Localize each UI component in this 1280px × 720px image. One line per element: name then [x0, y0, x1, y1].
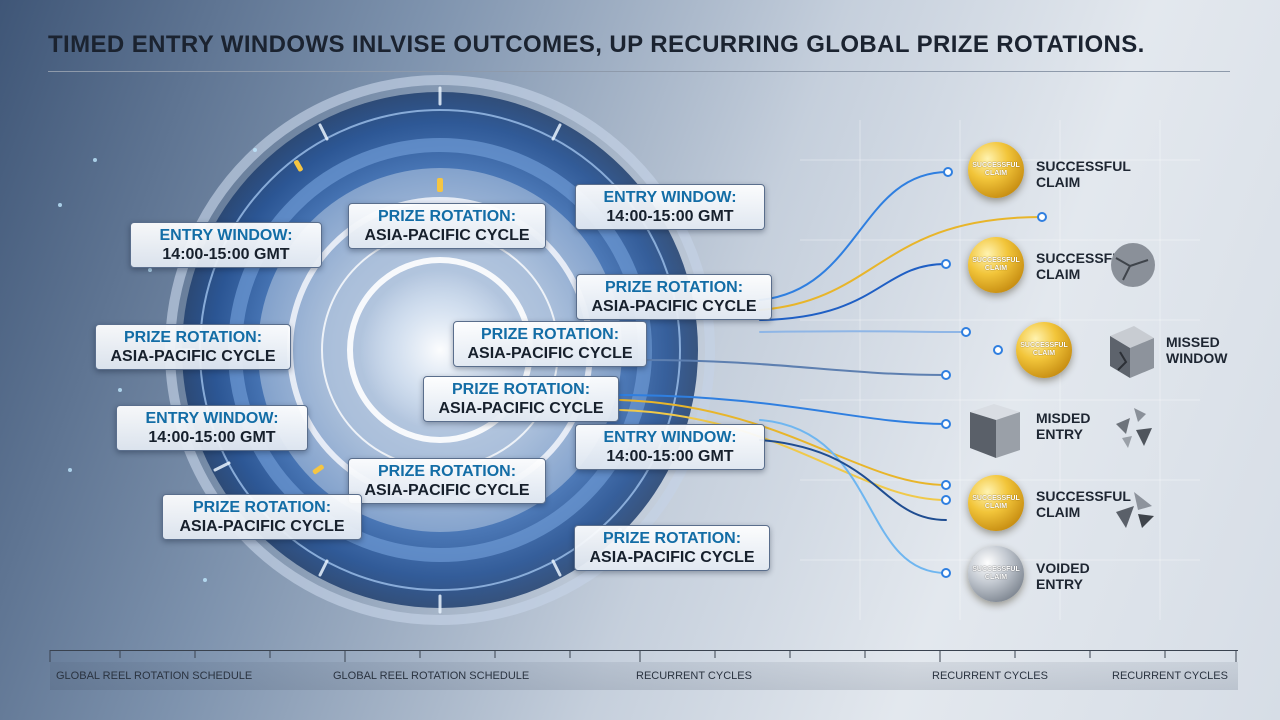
page-title: TIMED ENTRY WINDOWS INLVISE OUTCOMES, UP…: [48, 31, 1145, 58]
outcome-label: MISSED WINDOW: [1166, 334, 1228, 366]
label-entry-window: ENTRY WINDOW: 14:00-15:00 GMT: [575, 424, 765, 470]
title-divider: [48, 71, 1230, 72]
label-heading: PRIZE ROTATION:: [192, 499, 332, 516]
label-value: 14:00-15:00 GMT: [162, 246, 290, 263]
coin-text: SUCCESSFUL CLAIM: [972, 566, 1020, 581]
label-value: ASIA-PACIFIC CYCLE: [364, 227, 530, 244]
gold-coin-icon: SUCCESSFUL CLAIM: [968, 237, 1024, 293]
timeline-label: GLOBAL REEL ROTATION SCHEDULE: [56, 670, 253, 682]
label-heading: ENTRY WINDOW:: [159, 227, 293, 244]
label-prize-rotation: PRIZE ROTATION: ASIA-PACIFIC CYCLE: [162, 494, 362, 540]
label-heading: PRIZE ROTATION:: [602, 530, 742, 547]
timeline-axis: [50, 650, 1238, 651]
label-entry-window: ENTRY WINDOW: 14:00-15:00 GMT: [575, 184, 765, 230]
label-entry-window: ENTRY WINDOW: 14:00-15:00 GMT: [116, 405, 308, 451]
label-prize-rotation: PRIZE ROTATION: ASIA-PACIFIC CYCLE: [348, 458, 546, 504]
label-prize-rotation: PRIZE ROTATION: ASIA-PACIFIC CYCLE: [576, 274, 772, 320]
outcome-label: MISDED ENTRY: [1036, 410, 1091, 442]
label-heading: PRIZE ROTATION:: [377, 208, 517, 225]
gold-coin-icon: SUCCESSFUL CLAIM: [968, 475, 1024, 531]
coin-text: SUCCESSFUL CLAIM: [972, 257, 1020, 272]
label-value: ASIA-PACIFIC CYCLE: [110, 348, 276, 365]
timeline-label: RECURRENT CYCLES: [636, 670, 752, 682]
cracked-cube-icon: [1110, 326, 1154, 378]
label-value: ASIA-PACIFIC CYCLE: [589, 549, 755, 566]
label-prize-rotation: PRIZE ROTATION: ASIA-PACIFIC CYCLE: [453, 321, 647, 367]
label-heading: PRIZE ROTATION:: [377, 463, 517, 480]
label-heading: PRIZE ROTATION:: [451, 381, 591, 398]
cube-icon: [970, 404, 1020, 458]
outcome-label: SUCCESSFUL CLAIM: [1036, 488, 1131, 520]
outcome-flow-lines: [619, 171, 1043, 574]
gold-coin-icon: SUCCESSFUL CLAIM: [968, 142, 1024, 198]
label-heading: ENTRY WINDOW:: [603, 189, 737, 206]
label-value: ASIA-PACIFIC CYCLE: [591, 298, 757, 315]
label-heading: ENTRY WINDOW:: [145, 410, 279, 427]
label-prize-rotation: PRIZE ROTATION: ASIA-PACIFIC CYCLE: [574, 525, 770, 571]
cracked-sphere-icon: [1111, 243, 1155, 287]
label-value: ASIA-PACIFIC CYCLE: [438, 400, 604, 417]
coin-text: SUCCESSFUL CLAIM: [972, 162, 1020, 177]
label-value: ASIA-PACIFIC CYCLE: [179, 518, 345, 535]
outcome-label: VOIDED ENTRY: [1036, 560, 1090, 592]
label-value: 14:00-15:00 GMT: [148, 429, 276, 446]
timeline-label: RECURRENT CYCLES: [932, 670, 1048, 682]
label-prize-rotation: PRIZE ROTATION: ASIA-PACIFIC CYCLE: [423, 376, 619, 422]
timeline-band: [50, 662, 1238, 690]
label-prize-rotation: PRIZE ROTATION: ASIA-PACIFIC CYCLE: [348, 203, 546, 249]
label-value: ASIA-PACIFIC CYCLE: [364, 482, 530, 499]
coin-text: SUCCESSFUL CLAIM: [972, 495, 1020, 510]
label-value: 14:00-15:00 GMT: [606, 208, 734, 225]
label-entry-window: ENTRY WINDOW: 14:00-15:00 GMT: [130, 222, 322, 268]
flow-nodes: [941, 167, 1047, 578]
timeline-label: GLOBAL REEL ROTATION SCHEDULE: [333, 670, 530, 682]
label-value: ASIA-PACIFIC CYCLE: [467, 345, 633, 362]
label-heading: PRIZE ROTATION:: [604, 279, 744, 296]
label-heading: PRIZE ROTATION:: [480, 326, 620, 343]
gold-coin-icon: SUCCESSFUL CLAIM: [1016, 322, 1072, 378]
silver-coin-icon: SUCCESSFUL CLAIM: [968, 546, 1024, 602]
label-value: 14:00-15:00 GMT: [606, 448, 734, 465]
outcome-label: SUCCESSFUL CLAIM: [1036, 250, 1131, 282]
timeline-label: RECURRENT CYCLES: [1112, 670, 1228, 682]
timeline-ticks: [49, 650, 1237, 662]
label-prize-rotation: PRIZE ROTATION: ASIA-PACIFIC CYCLE: [95, 324, 291, 370]
label-heading: ENTRY WINDOW:: [603, 429, 737, 446]
shattered-shard-icon: [1116, 492, 1154, 528]
outcome-label: SUCCESSFUL CLAIM: [1036, 158, 1131, 190]
label-heading: PRIZE ROTATION:: [123, 329, 263, 346]
shattered-shard-icon: [1116, 408, 1152, 448]
coin-text: SUCCESSFUL CLAIM: [1020, 342, 1068, 357]
